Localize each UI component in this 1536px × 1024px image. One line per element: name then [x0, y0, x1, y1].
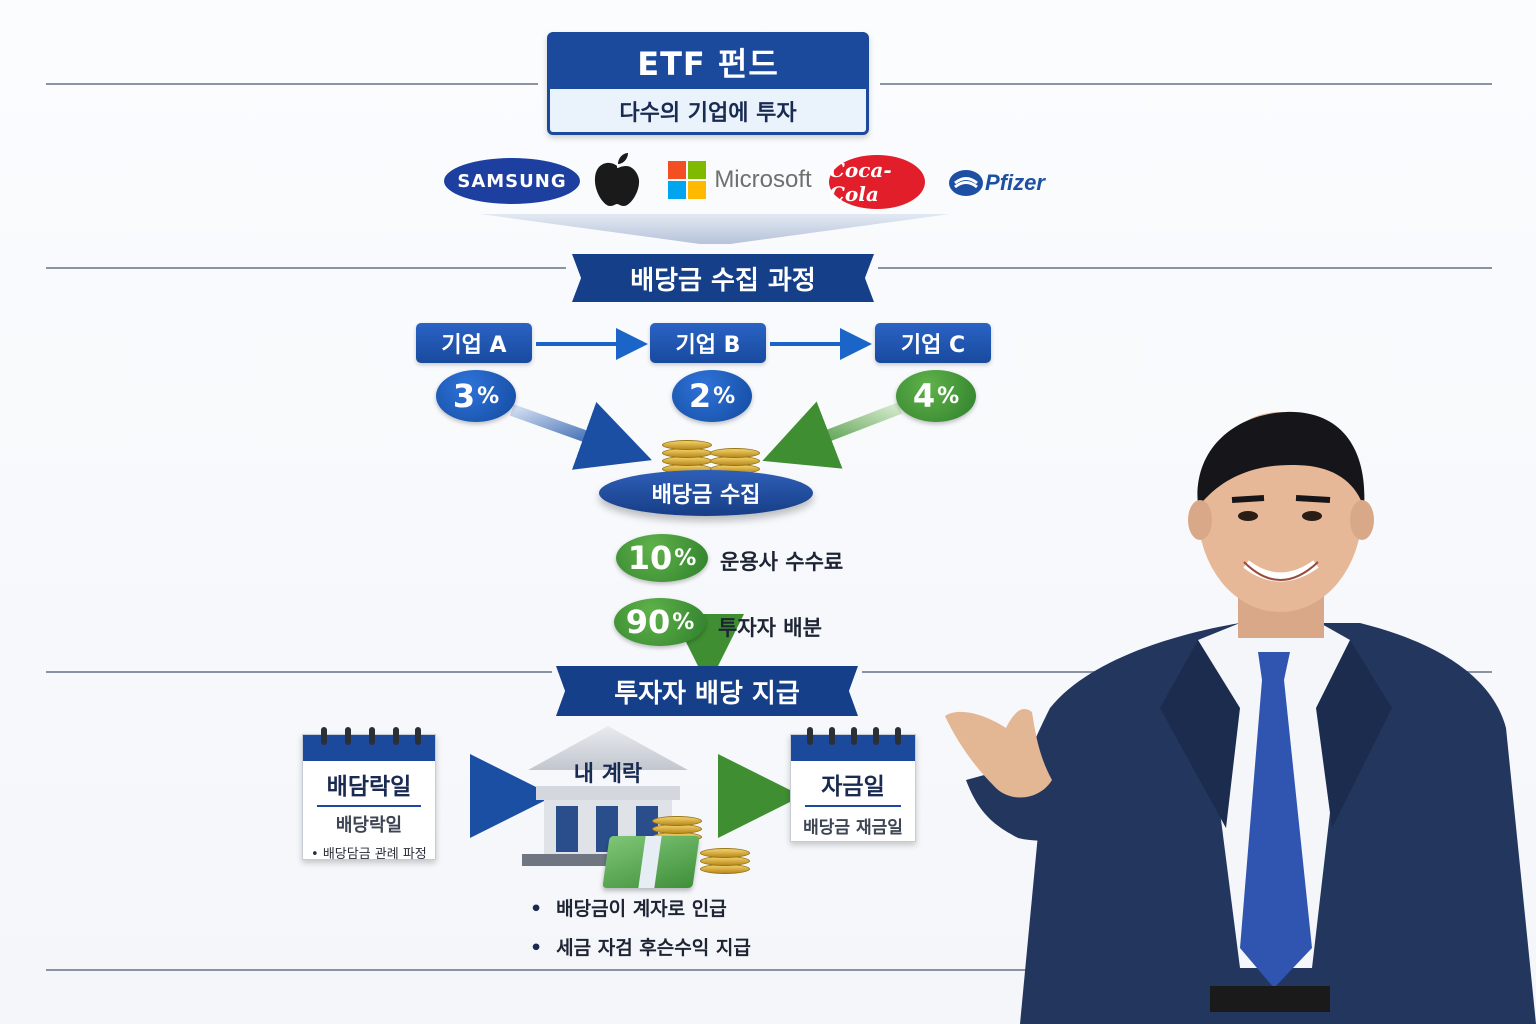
card-divider: [805, 805, 901, 807]
ex-dividend-card-note: • 배당담금 관례 파정: [303, 843, 435, 862]
presenter-person-image: [940, 408, 1536, 1024]
investor-payout-banner-text: 투자자 배당 지급: [614, 673, 800, 710]
dividend-collection-label: 배당금 수집: [652, 477, 761, 509]
payment-card-title: 자금일: [791, 761, 915, 801]
arrow-a-to-pot: [512, 410, 618, 448]
percent-symbol: %: [672, 610, 694, 635]
investor-share-label: 투자자 배분: [718, 612, 822, 642]
percent-symbol: %: [477, 384, 499, 409]
payout-note-item: 세금 자검 후슨수익 지급: [530, 933, 751, 960]
percent-symbol: %: [937, 384, 959, 409]
payment-card-line: 배당금 재금일: [791, 813, 915, 838]
company-a-yield-badge: 3%: [436, 370, 516, 422]
ex-dividend-card-line: 배당락일: [303, 811, 435, 837]
company-b-yield-value: 2: [689, 377, 711, 415]
calendar-icon: [791, 735, 915, 761]
fee-pct-badge: 10%: [616, 534, 708, 582]
payout-notes-list: 배당금이 계자로 인급 세금 자검 후슨수익 지급: [530, 894, 751, 972]
ex-dividend-card-note-text: 배당담금 관례 파정: [323, 847, 427, 862]
company-b-yield-badge: 2%: [672, 370, 752, 422]
payout-note-item: 배당금이 계자로 인급: [530, 894, 751, 921]
payment-date-card: 자금일 배당금 재금일: [790, 734, 916, 842]
investor-payout-banner: 투자자 배당 지급: [556, 666, 858, 716]
investor-pct-badge: 90%: [614, 598, 706, 646]
fee-label: 운용사 수수료: [720, 546, 843, 576]
investor-pct-value: 90: [626, 603, 671, 641]
card-divider: [317, 805, 421, 807]
my-account-label: 내 계락: [522, 756, 694, 788]
arrow-c-to-pot: [796, 408, 900, 448]
ex-dividend-card-title: 배담락일: [303, 761, 435, 801]
company-c-yield-value: 4: [913, 377, 935, 415]
calendar-icon: [303, 735, 435, 761]
percent-symbol: %: [713, 384, 735, 409]
percent-symbol: %: [674, 546, 696, 571]
fee-pct-value: 10: [628, 539, 673, 577]
company-a-yield-value: 3: [453, 377, 475, 415]
cash-bundle-icon: [602, 836, 699, 888]
ex-dividend-date-card: 배담락일 배당락일 • 배당담금 관례 파정: [302, 734, 436, 860]
dividend-collection-pot: 배당금 수집: [599, 470, 813, 516]
